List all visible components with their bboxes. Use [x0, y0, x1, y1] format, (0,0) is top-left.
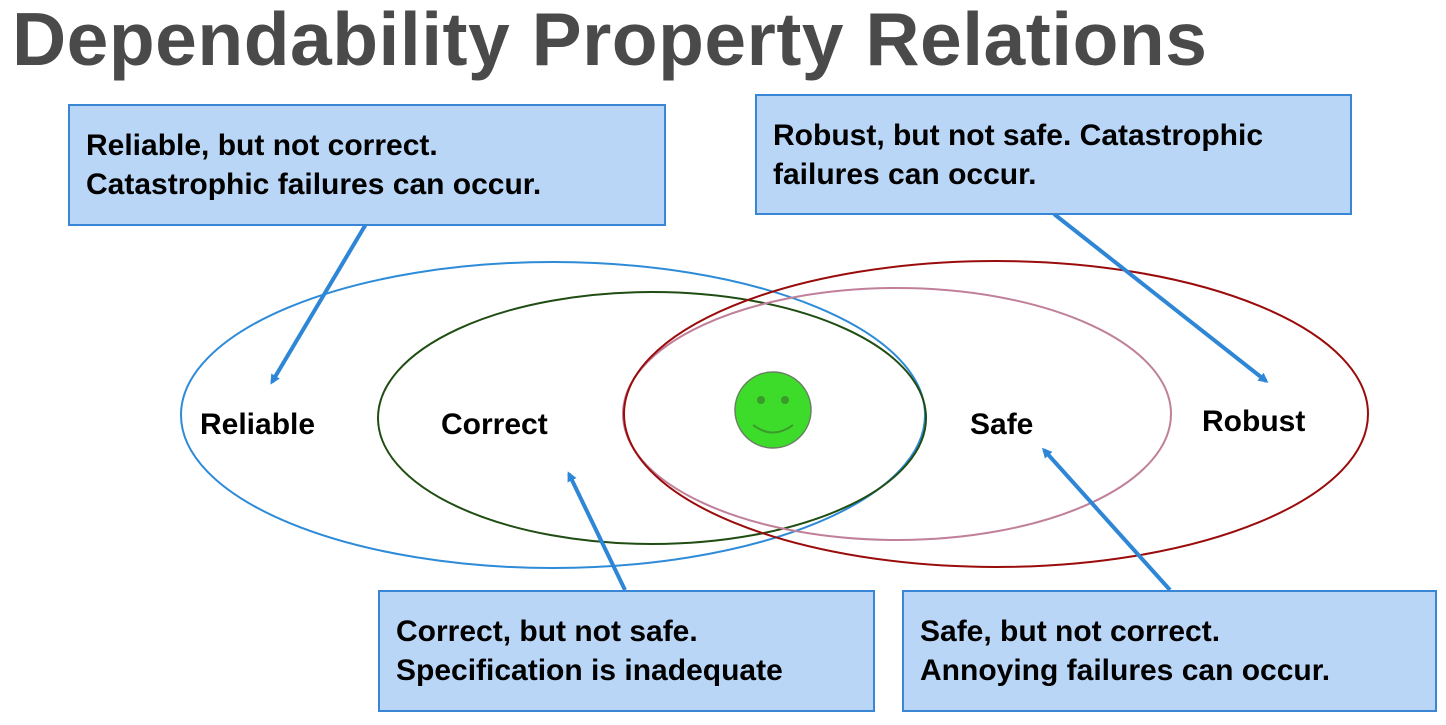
page-title: Dependability Property Relations [12, 0, 1208, 81]
callout-line: failures can occur. [773, 158, 1037, 191]
arrow-safe [1041, 447, 1172, 592]
callout-line: Annoying failures can occur. [920, 654, 1331, 687]
callout-line: Specification is inadequate [396, 654, 783, 687]
robust-label: Robust [1202, 405, 1306, 438]
arrow-robust [1052, 212, 1269, 383]
correct-label: Correct [441, 408, 548, 441]
callout-line: Catastrophic failures can occur. [86, 168, 542, 201]
safe-label: Safe [970, 408, 1034, 441]
callout-safe-not-correct: Safe, but not correct. Annoying failures… [902, 590, 1437, 712]
callout-line: Correct, but not safe. [396, 615, 698, 648]
callout-reliable-not-correct: Reliable, but not correct. Catastrophic … [68, 104, 666, 226]
callout-robust-not-safe: Robust, but not safe. Catastrophic failu… [755, 94, 1352, 215]
smiley-face-icon [734, 371, 812, 449]
correct-set-ellipse [377, 291, 927, 545]
callout-correct-not-safe: Correct, but not safe. Specification is … [378, 590, 875, 712]
reliable-label: Reliable [200, 408, 316, 441]
robust-set-ellipse [623, 260, 1369, 568]
callout-line: Safe, but not correct. [920, 615, 1221, 648]
callout-line: Reliable, but not correct. [86, 129, 438, 162]
callout-line: Robust, but not safe. Catastrophic [773, 119, 1264, 152]
arrow-correct [567, 471, 627, 591]
arrow-reliable [270, 222, 368, 385]
